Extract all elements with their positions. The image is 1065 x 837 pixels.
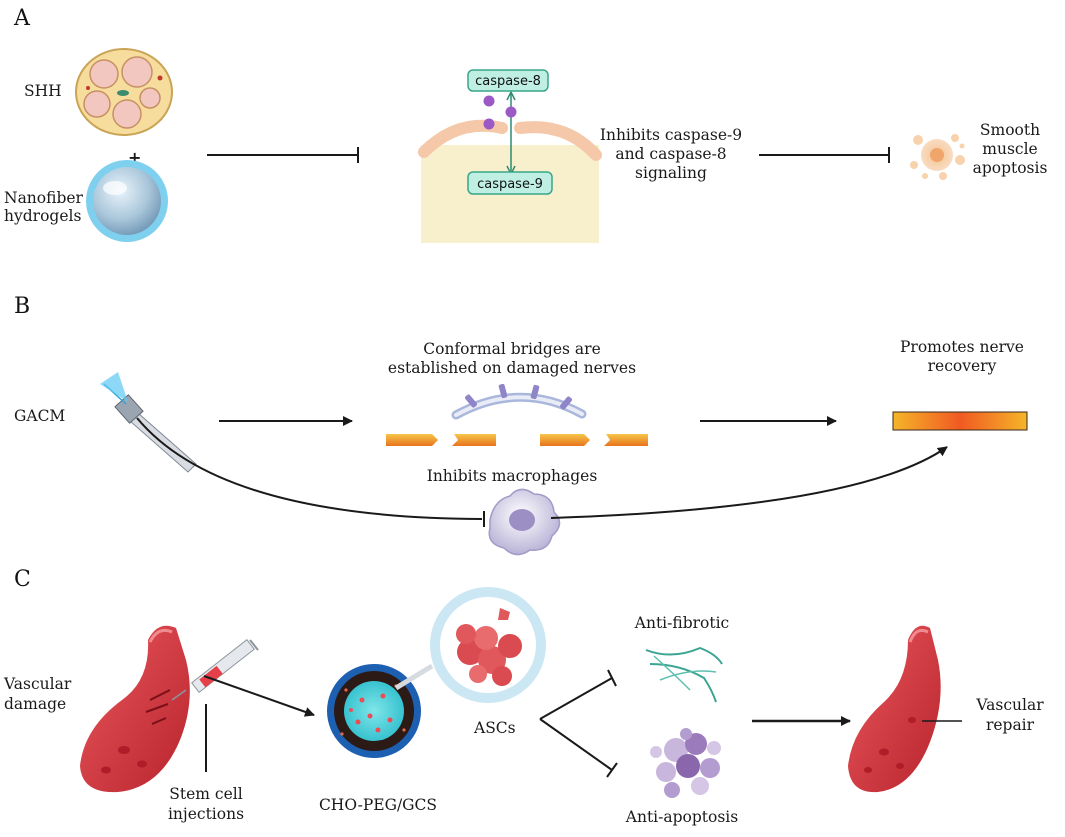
injection-label-line1: Stem cell bbox=[169, 785, 242, 803]
fibrotic-label: Anti-fibrotic bbox=[634, 614, 729, 632]
apoptosis-label: Anti-apoptosis bbox=[625, 808, 738, 826]
panel-b-letter: B bbox=[14, 294, 30, 319]
arrow bbox=[203, 675, 315, 717]
repair-label-line1: Vascular bbox=[975, 696, 1044, 714]
caspase9-chip: caspase-9 bbox=[467, 171, 553, 195]
hydrogel-sphere-icon bbox=[327, 664, 421, 758]
caspase8-label: caspase-8 bbox=[475, 74, 541, 89]
inhibition-arrow bbox=[207, 147, 359, 163]
caspase8-chip: caspase-8 bbox=[467, 69, 549, 92]
molecule-dot bbox=[483, 95, 495, 107]
macrophage-icon bbox=[488, 488, 561, 556]
repaired-nerve-icon bbox=[892, 411, 1028, 431]
syringe-icon bbox=[171, 639, 259, 701]
molecule-dot bbox=[483, 118, 495, 130]
apoptotic-cell-icon bbox=[910, 134, 965, 180]
hydrogel-label-line2: hydrogels bbox=[4, 207, 81, 225]
damaged-nerve-segments bbox=[386, 434, 648, 446]
outcome-label-line1: Smooth bbox=[980, 121, 1040, 139]
apoptosis-cluster-icon bbox=[650, 728, 721, 798]
inhibition-branches bbox=[539, 669, 618, 778]
hydrogel-bubble-icon bbox=[86, 160, 168, 242]
ascs-zoom-icon bbox=[430, 587, 546, 703]
zoom-connector bbox=[394, 663, 434, 691]
repaired-vessel-icon bbox=[848, 625, 941, 793]
damaged-vessel-icon bbox=[80, 625, 190, 793]
arrow bbox=[550, 446, 948, 519]
panel-a-letter: A bbox=[13, 6, 31, 31]
outcome-label-line3: apoptosis bbox=[973, 159, 1048, 177]
bridges-label-line2: established on damaged nerves bbox=[388, 359, 636, 377]
fibrosis-icon bbox=[645, 646, 723, 703]
gacm-label: GACM bbox=[14, 407, 65, 425]
macrophage-label: Inhibits macrophages bbox=[427, 467, 598, 485]
inhibition-arrow bbox=[136, 417, 485, 527]
inhibits-label-line2: and caspase-8 bbox=[615, 145, 726, 163]
molecule-dot bbox=[505, 106, 517, 118]
cell-membrane-diagram bbox=[418, 90, 602, 243]
inhibits-label-line3: signaling bbox=[635, 164, 707, 182]
outcome-label-line2: muscle bbox=[982, 140, 1037, 158]
injection-label-line2: injections bbox=[168, 805, 244, 823]
ascs-label: ASCs bbox=[473, 719, 516, 737]
recovery-label-line2: recovery bbox=[928, 357, 997, 375]
caspase9-label: caspase-9 bbox=[477, 177, 543, 192]
hydrogel-sphere-label: CHO-PEG/GCS bbox=[319, 796, 437, 814]
nerve-cross-section-icon bbox=[75, 48, 173, 136]
recovery-label-line1: Promotes nerve bbox=[900, 338, 1024, 356]
panel-c-letter: C bbox=[14, 567, 31, 592]
damage-label-line2: damage bbox=[4, 695, 66, 713]
inhibits-label-line1: Inhibits caspase-9 bbox=[600, 126, 742, 144]
damage-label-line1: Vascular bbox=[3, 675, 72, 693]
shh-label: SHH bbox=[24, 82, 62, 100]
inhibition-arrow bbox=[759, 147, 890, 163]
bridges-label-line1: Conformal bridges are bbox=[423, 340, 601, 358]
hydrogel-label-line1: Nanofiber bbox=[4, 189, 84, 207]
repair-label-line2: repair bbox=[986, 716, 1035, 734]
conformal-bridge-icon bbox=[451, 383, 587, 420]
